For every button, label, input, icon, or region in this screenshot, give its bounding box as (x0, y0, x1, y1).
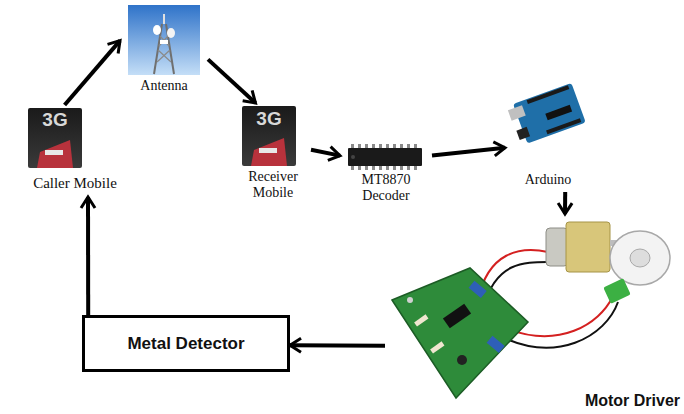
led (407, 297, 413, 303)
terminal (469, 281, 487, 298)
resistor (414, 314, 428, 326)
flow-arrow (290, 343, 385, 348)
capacitor (457, 355, 467, 365)
chip-body (348, 148, 422, 166)
terminal (487, 336, 505, 353)
panel (160, 40, 168, 44)
node-label: MT8870 Decoder (340, 172, 432, 204)
box-label: Metal Detector (127, 334, 244, 354)
usb-port (508, 105, 526, 120)
text-slot: Metal Detector (85, 318, 287, 369)
antenna-node: Antenna (120, 3, 208, 97)
ic (443, 304, 471, 329)
phone-node: 3G Caller Mobile (10, 105, 140, 197)
node-label: Receiver Mobile (235, 169, 311, 201)
text-slot: MT8870 Decoder (340, 172, 432, 204)
tower-leg (154, 24, 162, 74)
header (546, 118, 581, 134)
tower-brace (157, 36, 171, 62)
gear-motor (546, 222, 670, 304)
chip-notch (351, 155, 355, 159)
phone-icon (242, 106, 296, 166)
flow-arrow (208, 59, 256, 103)
node-label: Arduino (505, 172, 591, 188)
motor-can (546, 228, 568, 266)
phone-body (242, 106, 296, 166)
decoder-chip (348, 144, 422, 170)
mast (163, 14, 165, 24)
flow-arrow (563, 192, 567, 214)
decoder-node: MT8870 Decoder (340, 140, 432, 208)
phone-icon (28, 108, 82, 168)
phone-graphic (259, 148, 277, 153)
gearbox (566, 222, 610, 272)
node-label: Caller Mobile (10, 175, 140, 192)
phone-node: 3G Receiver Mobile (235, 103, 311, 207)
phone-graphic (45, 150, 63, 155)
text-slot: 3G (28, 109, 82, 131)
mcu (545, 105, 572, 120)
resistor (430, 341, 444, 353)
node-label: Antenna (120, 78, 208, 94)
dish (167, 28, 175, 38)
text-slot: 3G (242, 108, 296, 130)
chip-pins (351, 166, 417, 170)
phone-graphic (251, 138, 287, 166)
motor-part (603, 278, 631, 304)
icon-text: 3G (242, 108, 296, 130)
sky (128, 5, 200, 75)
flow-arrow (86, 197, 90, 315)
power-jack (516, 127, 530, 140)
hub (630, 249, 650, 267)
text-slot: Antenna (120, 78, 208, 94)
flow-arrow (432, 148, 505, 156)
header (527, 85, 570, 104)
phone-graphic (37, 140, 73, 168)
driver-board (392, 268, 528, 398)
text-slot: Motor Driver (555, 392, 680, 410)
process-box: Metal Detector (82, 315, 290, 372)
wheel (610, 231, 670, 285)
node-label: Motor Driver (555, 392, 680, 410)
dish (153, 25, 161, 35)
pcb (392, 268, 528, 398)
icon-text: 3G (28, 109, 82, 131)
arduino-board (507, 83, 586, 146)
flow-arrow (311, 150, 340, 156)
chip-pins (351, 144, 417, 148)
antenna-picture (128, 5, 200, 75)
text-slot: Caller Mobile (10, 175, 140, 192)
arduino-node: Arduino (505, 84, 591, 192)
tower-leg (166, 24, 174, 74)
phone-body (28, 108, 82, 168)
flow-arrow (65, 41, 120, 105)
text-slot: Arduino (505, 172, 591, 188)
motor-driver-node: Motor Driver (385, 214, 682, 412)
text-slot: Receiver Mobile (235, 169, 311, 201)
